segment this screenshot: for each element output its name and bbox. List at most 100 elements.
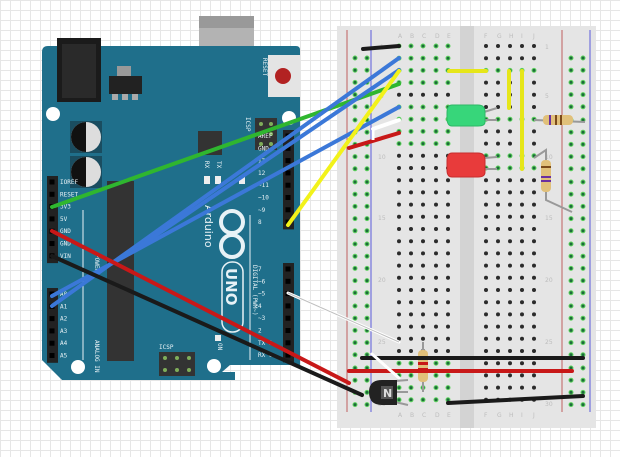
rail-hole[interactable] [568, 166, 574, 172]
breadboard-hole[interactable] [446, 300, 450, 305]
breadboard-hole[interactable] [532, 361, 536, 366]
breadboard-hole[interactable] [421, 166, 425, 170]
breadboard-hole[interactable] [434, 178, 438, 183]
rail-hole[interactable] [352, 290, 358, 296]
breadboard-hole[interactable] [532, 251, 536, 256]
breadboard-hole[interactable] [484, 44, 488, 48]
rail-hole[interactable] [352, 278, 358, 284]
breadboard-hole[interactable] [496, 300, 500, 305]
rail-hole[interactable] [580, 104, 586, 110]
breadboard-hole[interactable] [532, 141, 536, 146]
breadboard-hole[interactable] [484, 300, 488, 305]
breadboard-hole[interactable] [409, 288, 413, 292]
breadboard-hole[interactable] [496, 227, 500, 231]
rail-hole[interactable] [580, 241, 586, 247]
breadboard-hole[interactable] [420, 80, 426, 86]
breadboard-hole[interactable] [508, 324, 512, 329]
breadboard-hole[interactable] [421, 190, 425, 195]
breadboard-hole[interactable] [520, 239, 524, 244]
breadboard-hole[interactable] [445, 372, 451, 378]
breadboard-hole[interactable] [420, 397, 426, 403]
breadboard-hole[interactable] [496, 214, 500, 219]
breadboard-hole[interactable] [532, 263, 536, 268]
breadboard-hole[interactable] [397, 349, 401, 353]
breadboard-hole[interactable] [396, 385, 402, 391]
breadboard-hole[interactable] [484, 190, 488, 195]
breadboard-hole[interactable] [433, 104, 439, 110]
breadboard-hole[interactable] [532, 324, 536, 329]
rail-hole[interactable] [568, 315, 574, 321]
breadboard-hole[interactable] [508, 214, 512, 219]
rail-hole[interactable] [352, 228, 358, 234]
breadboard-hole[interactable] [496, 80, 500, 85]
breadboard-hole[interactable] [446, 349, 450, 353]
breadboard-hole[interactable] [409, 336, 413, 341]
breadboard-hole[interactable] [532, 385, 536, 390]
breadboard-hole[interactable] [446, 336, 450, 341]
breadboard-hole[interactable] [409, 227, 413, 231]
breadboard-hole[interactable] [484, 239, 488, 244]
breadboard-hole[interactable] [445, 80, 451, 86]
breadboard-hole[interactable] [446, 288, 450, 292]
rail-hole[interactable] [580, 303, 586, 309]
breadboard-hole[interactable] [445, 43, 451, 49]
breadboard-hole[interactable] [434, 92, 438, 97]
breadboard-hole[interactable] [434, 227, 438, 231]
led-green[interactable] [446, 104, 498, 127]
rail-hole[interactable] [364, 129, 370, 135]
breadboard-hole[interactable] [446, 214, 450, 219]
rail-hole[interactable] [568, 216, 574, 222]
breadboard-hole[interactable] [484, 92, 488, 97]
breadboard-hole[interactable] [508, 190, 512, 195]
breadboard-hole[interactable] [508, 227, 512, 231]
breadboard-hole[interactable] [397, 214, 401, 219]
rail-hole[interactable] [568, 129, 574, 135]
breadboard-hole[interactable] [421, 227, 425, 231]
rail-hole[interactable] [568, 278, 574, 284]
breadboard-hole[interactable] [446, 263, 450, 268]
rail-hole[interactable] [568, 67, 574, 73]
breadboard-hole[interactable] [532, 178, 536, 183]
breadboard-hole[interactable] [520, 227, 524, 231]
rail-hole[interactable] [568, 79, 574, 85]
breadboard-hole[interactable] [508, 178, 512, 183]
breadboard-hole[interactable] [532, 44, 536, 48]
rail-hole[interactable] [580, 154, 586, 160]
breadboard-hole[interactable] [507, 153, 513, 159]
wire-red-short[interactable] [347, 131, 401, 150]
breadboard-hole[interactable] [496, 44, 500, 48]
rail-hole[interactable] [352, 253, 358, 259]
rail-hole[interactable] [364, 216, 370, 222]
rail-hole[interactable] [352, 265, 358, 271]
breadboard-hole[interactable] [420, 55, 426, 61]
breadboard-hole[interactable] [532, 336, 536, 341]
breadboard-hole[interactable] [520, 324, 524, 329]
breadboard-hole[interactable] [434, 336, 438, 341]
rail-hole[interactable] [352, 191, 358, 197]
breadboard-hole[interactable] [408, 116, 414, 122]
breadboard-hole[interactable] [433, 372, 439, 378]
breadboard-hole[interactable] [484, 141, 488, 146]
rail-hole[interactable] [568, 141, 574, 147]
rail-hole[interactable] [352, 303, 358, 309]
rail-hole[interactable] [580, 203, 586, 209]
breadboard-hole[interactable] [397, 324, 401, 329]
breadboard-hole[interactable] [445, 128, 451, 134]
breadboard-hole[interactable] [532, 105, 536, 109]
breadboard-hole[interactable] [484, 324, 488, 329]
breadboard-hole[interactable] [445, 141, 451, 147]
rail-hole[interactable] [580, 340, 586, 346]
header-pin[interactable] [285, 328, 291, 333]
breadboard-hole[interactable] [484, 385, 488, 390]
rail-hole[interactable] [352, 92, 358, 98]
breadboard-hole[interactable] [397, 153, 401, 158]
breadboard-hole[interactable] [532, 288, 536, 292]
breadboard-hole[interactable] [409, 263, 413, 268]
wire-black-gnd[interactable] [446, 394, 585, 405]
breadboard-hole[interactable] [434, 190, 438, 195]
breadboard-hole[interactable] [520, 288, 524, 292]
breadboard-hole[interactable] [484, 56, 488, 61]
breadboard-hole[interactable] [484, 349, 488, 353]
breadboard-hole[interactable] [496, 129, 500, 134]
rail-hole[interactable] [580, 365, 586, 371]
